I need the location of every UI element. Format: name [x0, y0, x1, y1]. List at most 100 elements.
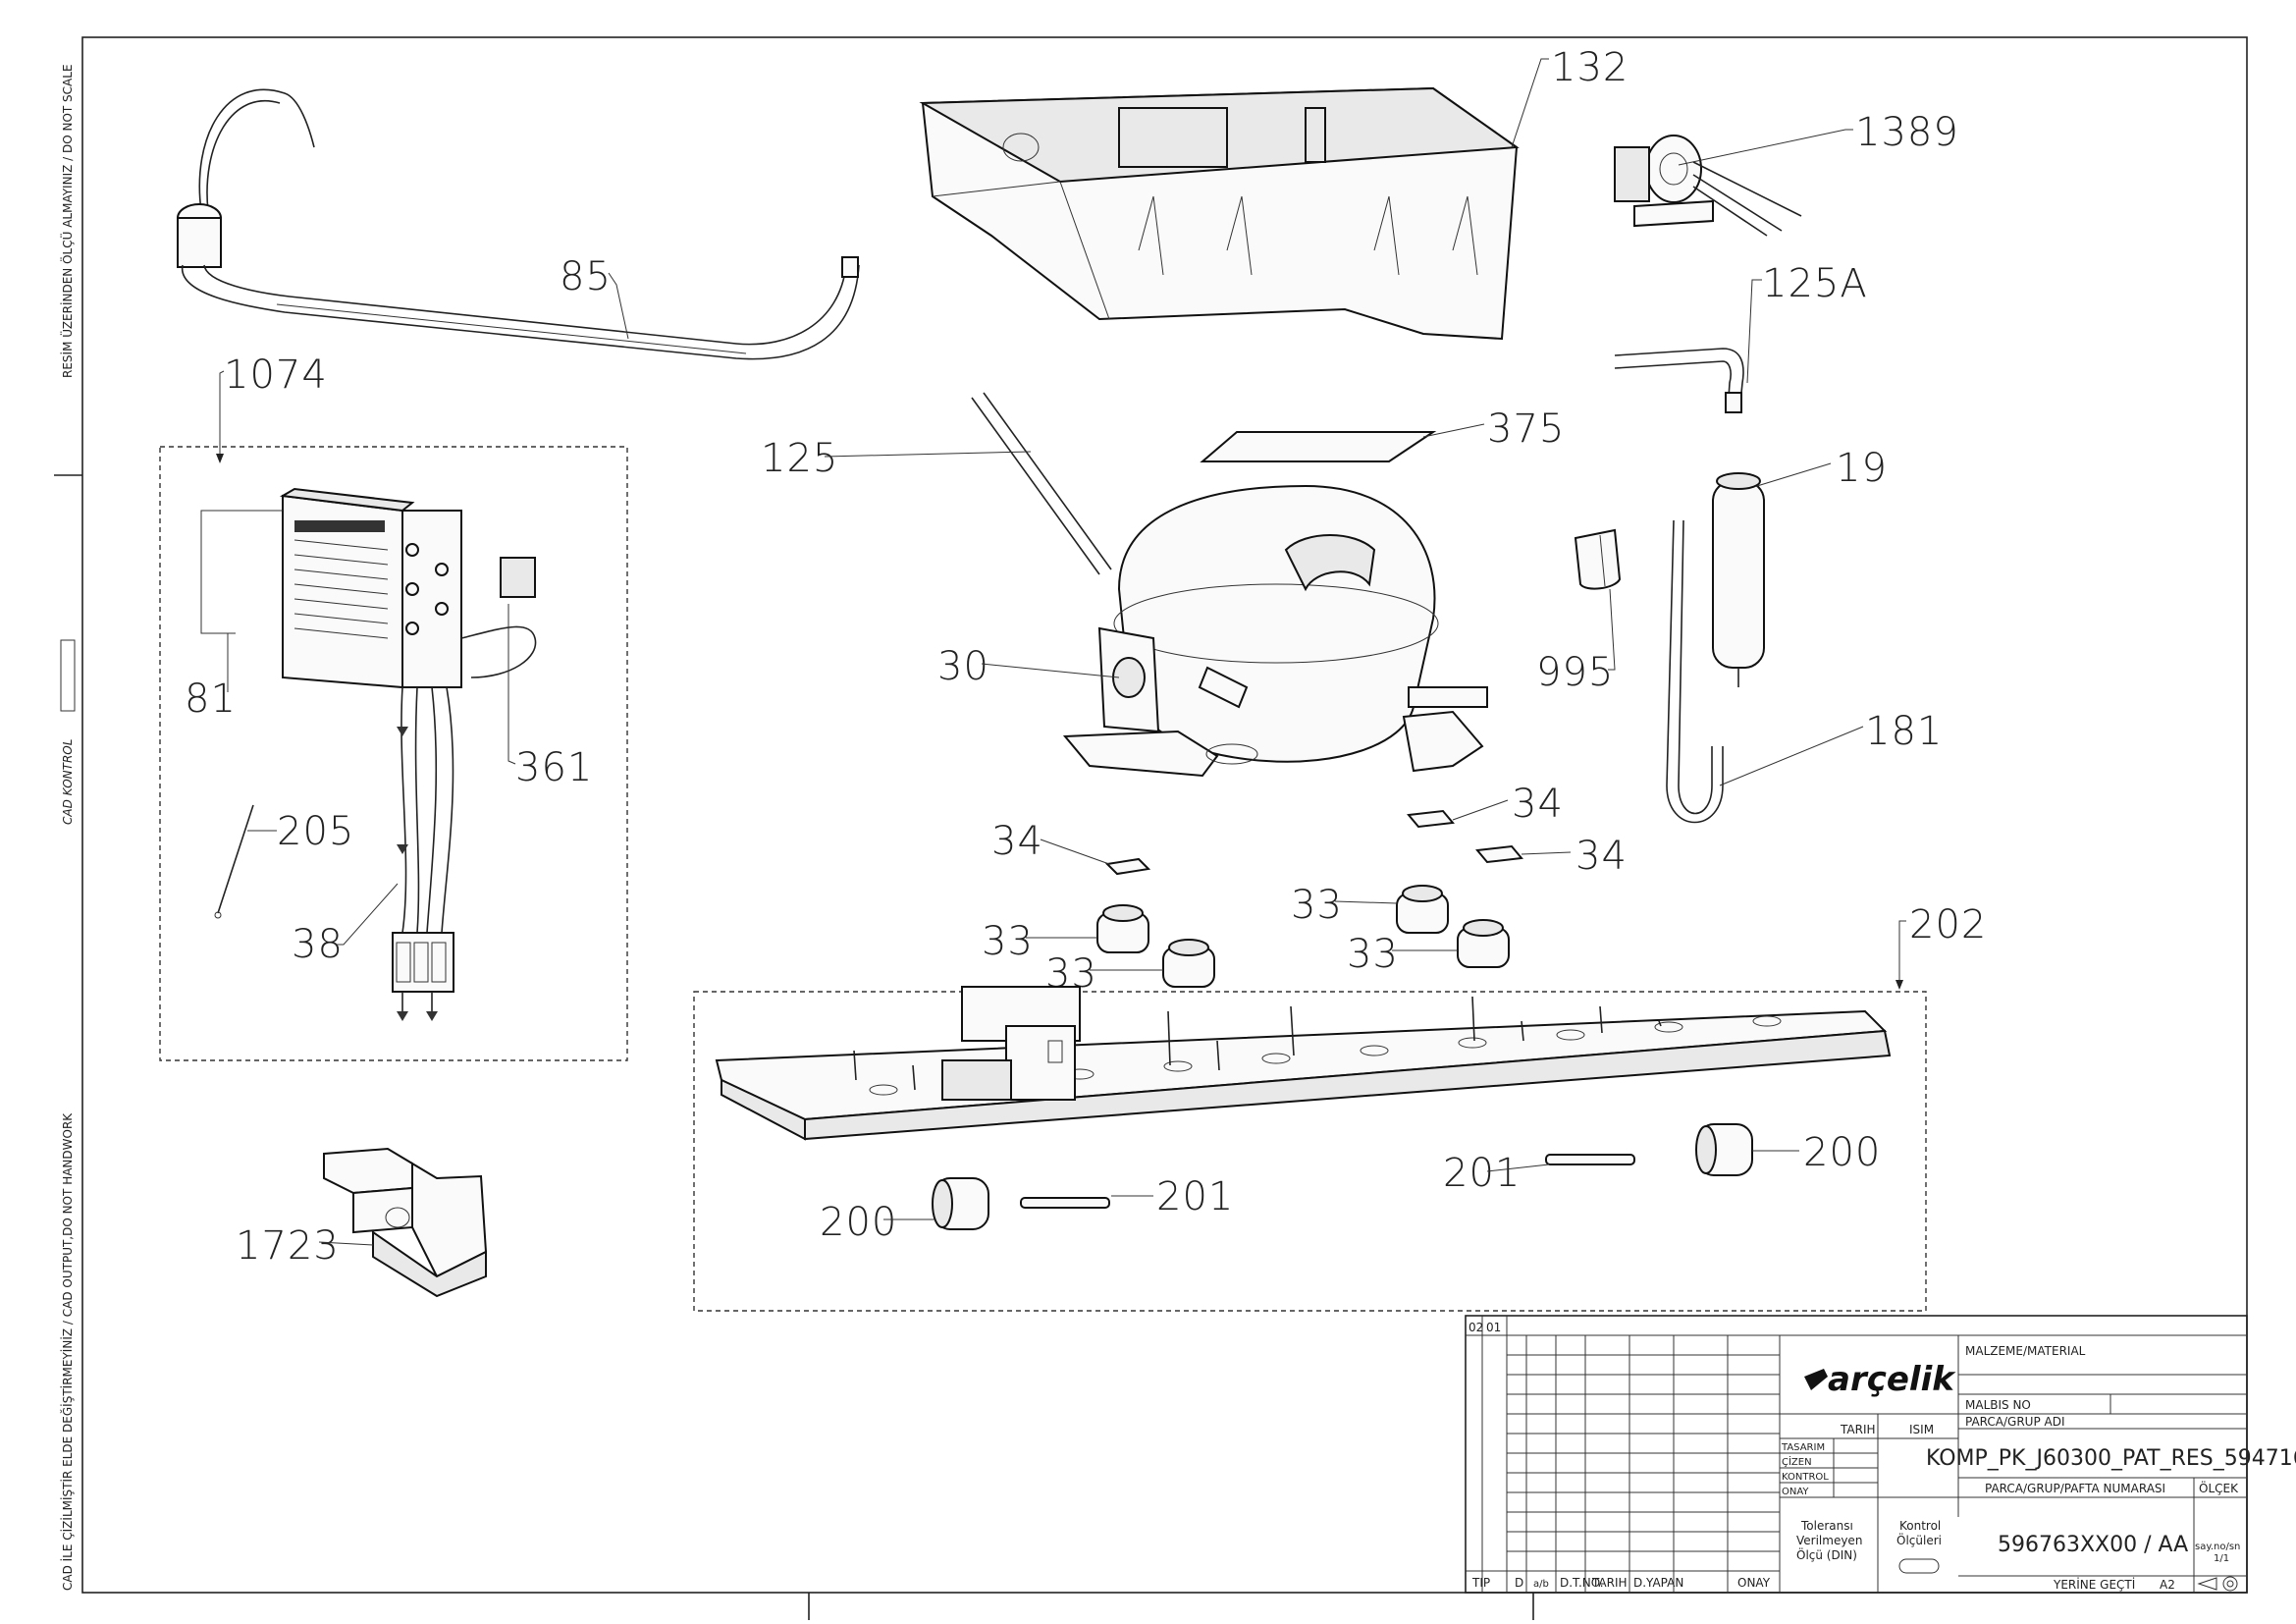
malzeme-label: MALZEME/MATERIAL [1965, 1344, 2086, 1358]
leader-125A [1746, 279, 1762, 384]
part-1389-sensor [1614, 135, 1802, 237]
side-text-top: RESİM ÜZERİNDEN ÖLÇÜ ALMAYINIZ / DO NOT … [59, 64, 75, 378]
malbis-label: MALBIS NO [1965, 1398, 2031, 1412]
group-1074-box [159, 446, 628, 1061]
leader-995 [1608, 588, 1616, 671]
part-132-tray [919, 86, 1520, 341]
callout-81: 81 [185, 677, 237, 722]
sheet-size: A2 [2160, 1578, 2175, 1592]
side-text-middle: CAD KONTROL [61, 739, 75, 825]
callout-132: 132 [1551, 45, 1629, 90]
hdr-tip: TIP [1471, 1576, 1490, 1590]
group-202-box [693, 991, 1927, 1312]
part-201-pin-a [1020, 1197, 1110, 1209]
rev-col-02: 02 [1468, 1321, 1483, 1334]
leader-375 [1422, 423, 1485, 438]
olcek-value: 1/1 [2214, 1553, 2229, 1564]
leader-1389 [1678, 129, 1853, 166]
tol-line-3: Ölçü (DIN) [1796, 1546, 1857, 1562]
tol-line-1: Toleransı [1800, 1519, 1853, 1533]
callout-34-c: 34 [1575, 834, 1628, 879]
olcek-label: ÖLÇEK [2199, 1480, 2239, 1495]
part-34-washer-b [1407, 809, 1455, 829]
part-33-grommet-c [1396, 885, 1449, 934]
callout-375: 375 [1487, 406, 1565, 452]
callout-201-b: 201 [1443, 1151, 1521, 1196]
leader-85 [608, 272, 629, 340]
rev-col-01: 01 [1486, 1321, 1501, 1334]
callout-201-a: 201 [1156, 1174, 1234, 1219]
leader-132 [1511, 58, 1549, 148]
part-200-roller-b [1695, 1123, 1753, 1176]
pafta-label: PARCA/GRUP/PAFTA NUMARASI [1985, 1482, 2165, 1495]
callout-38: 38 [292, 922, 344, 967]
hdr-d: D [1515, 1576, 1523, 1590]
title-block [1465, 1315, 2248, 1594]
leader-202 [1898, 920, 1906, 987]
hdr-tarih: TARIH [1591, 1576, 1628, 1590]
callout-125A: 125A [1762, 261, 1868, 306]
part-81-relay [279, 487, 462, 689]
part-375-label [1200, 431, 1437, 462]
callout-33-c: 33 [1291, 883, 1343, 928]
part-34-washer-c [1475, 844, 1523, 864]
role-tasarim: TASARIM [1781, 1442, 1825, 1453]
callout-33-a: 33 [982, 919, 1034, 964]
callout-361: 361 [515, 745, 593, 790]
leader-34-b [1452, 799, 1509, 821]
callout-200-a: 200 [820, 1200, 897, 1245]
lbl-isim: ISIM [1909, 1423, 1934, 1436]
part-205-pin [214, 804, 254, 919]
callout-1389: 1389 [1855, 110, 1959, 155]
part-30-compressor [1062, 484, 1488, 778]
drawing-frame [81, 36, 2248, 1594]
callout-19: 19 [1836, 446, 1888, 491]
part-85-tube [177, 88, 860, 360]
role-kontrol: KONTROL [1782, 1472, 1829, 1483]
part-33-grommet-a [1096, 904, 1149, 953]
leader-1723 [318, 1241, 374, 1246]
part-125A-tube [1614, 348, 1744, 413]
tol-line-2: Verilmeyen [1796, 1534, 1862, 1547]
callout-200-b: 200 [1803, 1130, 1881, 1175]
leader-38 [337, 883, 399, 946]
role-cizen: ÇİZEN [1782, 1455, 1812, 1468]
cad-kontrol-box [60, 639, 76, 712]
part-125-tube [971, 392, 1112, 575]
grup-label: PARCA/GRUP ADI [1965, 1415, 2065, 1429]
callout-85: 85 [560, 254, 612, 299]
callout-181: 181 [1865, 709, 1943, 754]
part-201-pin-b [1545, 1154, 1635, 1165]
part-995-cap [1574, 528, 1622, 590]
grup-name: KOMP_PK_J60300_PAT_RES_594716 [1926, 1446, 2296, 1471]
kontrol-line-2: Ölçüleri [1896, 1532, 1942, 1547]
lbl-tarih: TARIH [1840, 1423, 1876, 1436]
part-1723-bracket [323, 1147, 488, 1298]
hdr-onay: ONAY [1737, 1576, 1771, 1590]
part-38-harness [392, 557, 537, 1021]
callout-30: 30 [937, 644, 989, 689]
leader-125 [824, 451, 1032, 458]
hdr-dtno: D.T.NO. [1560, 1576, 1604, 1590]
callout-34-a: 34 [991, 819, 1043, 864]
leader-1074 [219, 370, 225, 461]
pafta-number: 596763XX00 / AA [1998, 1533, 2188, 1557]
leader-361 [507, 604, 516, 765]
part-181-tube [1666, 519, 1724, 824]
leader-201-b [1486, 1164, 1550, 1172]
callout-1074: 1074 [224, 352, 328, 398]
olcek-small: say.no/sn [2195, 1542, 2240, 1552]
role-onay: ONAY [1782, 1487, 1809, 1497]
leader-81 [200, 510, 283, 692]
yerine-gecti: YERİNE GEÇTİ [2053, 1577, 2135, 1592]
callout-34-b: 34 [1512, 782, 1564, 827]
part-33-grommet-d [1457, 919, 1510, 968]
arcelik-logo: arçelik [1828, 1360, 1956, 1399]
callout-205: 205 [277, 809, 354, 854]
callout-202: 202 [1909, 902, 1987, 947]
callout-33-d: 33 [1347, 932, 1399, 977]
hdr-ab: a/b [1533, 1579, 1549, 1590]
callout-125: 125 [761, 436, 838, 481]
callout-1723: 1723 [236, 1223, 340, 1269]
